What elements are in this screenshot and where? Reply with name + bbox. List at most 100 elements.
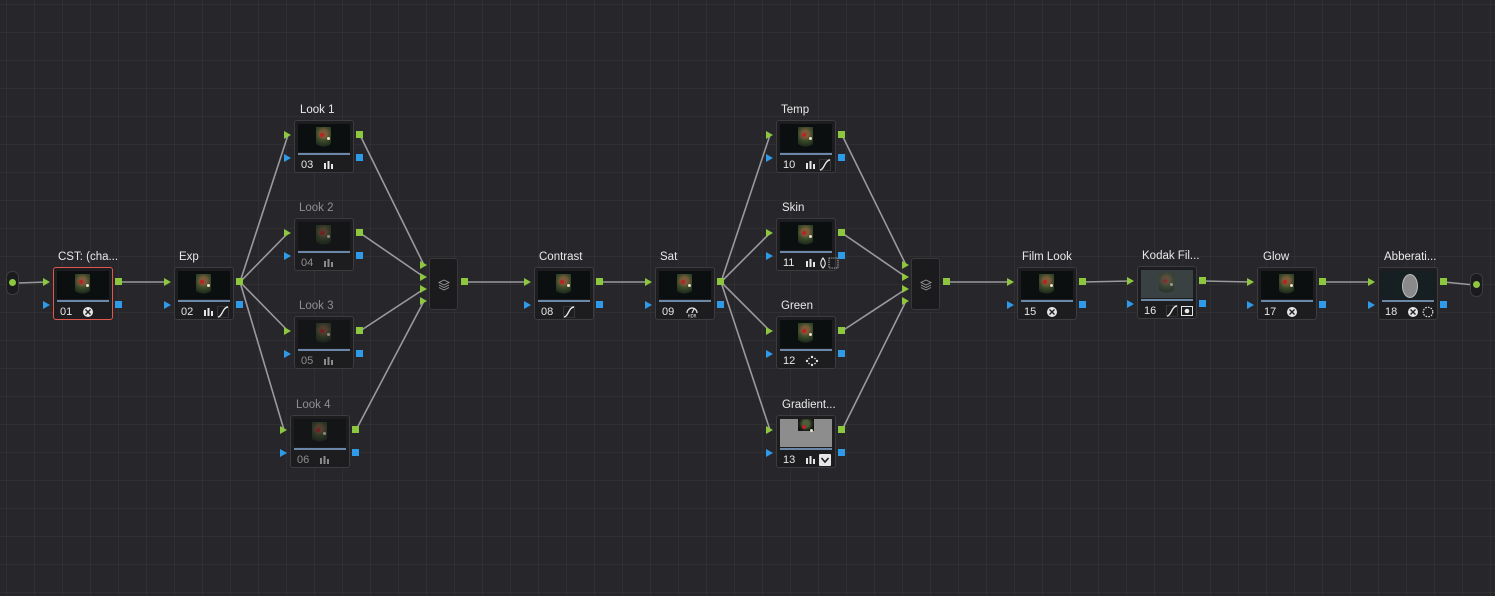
key-output-port[interactable]: [838, 154, 845, 161]
rgb-output-port[interactable]: [356, 229, 363, 236]
node-connection-wire[interactable]: [1443, 281, 1475, 286]
rgb-output-port[interactable]: [838, 229, 845, 236]
node-connection-wire[interactable]: [720, 281, 771, 431]
node-connection-wire[interactable]: [359, 134, 425, 266]
key-input-port[interactable]: [766, 449, 773, 457]
corrector-node-18[interactable]: 18: [1378, 267, 1438, 320]
rgb-input-port[interactable]: [1127, 277, 1134, 285]
corrector-node-12[interactable]: 12: [776, 316, 836, 369]
rgb-output-port[interactable]: [1440, 278, 1447, 285]
key-output-port[interactable]: [115, 301, 122, 308]
timeline-output-endpoint[interactable]: [1470, 273, 1483, 297]
source-output-port[interactable]: [9, 279, 16, 286]
key-input-port[interactable]: [284, 154, 291, 162]
corrector-node-10[interactable]: 10: [776, 120, 836, 173]
rgb-input-port[interactable]: [164, 278, 171, 286]
layer-mixer-node[interactable]: [429, 258, 458, 310]
key-output-port[interactable]: [356, 252, 363, 259]
key-output-port[interactable]: [838, 449, 845, 456]
corrector-node-17[interactable]: 17: [1257, 267, 1317, 320]
rgb-output-port[interactable]: [717, 278, 724, 285]
node-connection-wire[interactable]: [239, 281, 285, 431]
rgb-input-port[interactable]: [284, 229, 291, 237]
mixer-input-port[interactable]: [902, 297, 909, 305]
corrector-node-01[interactable]: 01: [53, 267, 113, 320]
rgb-input-port[interactable]: [524, 278, 531, 286]
key-input-port[interactable]: [1127, 300, 1134, 308]
rgb-output-port[interactable]: [1079, 278, 1086, 285]
node-connection-wire[interactable]: [359, 288, 425, 332]
key-input-port[interactable]: [766, 350, 773, 358]
rgb-output-port[interactable]: [1319, 278, 1326, 285]
node-connection-wire[interactable]: [720, 134, 771, 283]
corrector-node-16[interactable]: 16: [1137, 266, 1197, 319]
corrector-node-13[interactable]: 13: [776, 415, 836, 468]
rgb-input-port[interactable]: [766, 426, 773, 434]
rgb-output-port[interactable]: [115, 278, 122, 285]
rgb-input-port[interactable]: [280, 426, 287, 434]
key-output-port[interactable]: [1199, 300, 1206, 307]
rgb-input-port[interactable]: [1247, 278, 1254, 286]
mixer-output-port[interactable]: [943, 278, 950, 285]
rgb-input-port[interactable]: [1007, 278, 1014, 286]
mixer-output-port[interactable]: [461, 278, 468, 285]
mixer-input-port[interactable]: [902, 273, 909, 281]
key-input-port[interactable]: [280, 449, 287, 457]
node-connection-wire[interactable]: [841, 134, 907, 266]
mixer-input-port[interactable]: [420, 285, 427, 293]
key-input-port[interactable]: [164, 301, 171, 309]
rgb-input-port[interactable]: [766, 131, 773, 139]
key-input-port[interactable]: [766, 154, 773, 162]
key-input-port[interactable]: [1368, 301, 1375, 309]
rgb-output-port[interactable]: [236, 278, 243, 285]
node-connection-wire[interactable]: [1082, 280, 1132, 283]
node-connection-wire[interactable]: [17, 281, 48, 284]
key-input-port[interactable]: [43, 301, 50, 309]
corrector-node-08[interactable]: 08: [534, 267, 594, 320]
key-output-port[interactable]: [236, 301, 243, 308]
key-input-port[interactable]: [1007, 301, 1014, 309]
rgb-input-port[interactable]: [284, 131, 291, 139]
key-input-port[interactable]: [1247, 301, 1254, 309]
corrector-node-11[interactable]: 11: [776, 218, 839, 271]
rgb-output-port[interactable]: [838, 327, 845, 334]
key-input-port[interactable]: [645, 301, 652, 309]
source-input-endpoint[interactable]: [6, 271, 19, 295]
key-output-port[interactable]: [717, 301, 724, 308]
rgb-output-port[interactable]: [356, 327, 363, 334]
timeline-input-port[interactable]: [1473, 281, 1480, 288]
node-connection-wire[interactable]: [1202, 280, 1252, 283]
corrector-node-15[interactable]: 15: [1017, 267, 1077, 320]
rgb-input-port[interactable]: [1368, 278, 1375, 286]
key-output-port[interactable]: [1440, 301, 1447, 308]
rgb-output-port[interactable]: [356, 131, 363, 138]
rgb-input-port[interactable]: [766, 327, 773, 335]
node-connection-wire[interactable]: [841, 288, 907, 332]
node-connection-wire[interactable]: [359, 232, 425, 278]
node-connection-wire[interactable]: [239, 134, 289, 283]
mixer-input-port[interactable]: [420, 297, 427, 305]
key-output-port[interactable]: [838, 350, 845, 357]
corrector-node-06[interactable]: 06: [290, 415, 350, 468]
key-input-port[interactable]: [284, 350, 291, 358]
key-output-port[interactable]: [838, 252, 845, 259]
rgb-output-port[interactable]: [352, 426, 359, 433]
rgb-output-port[interactable]: [838, 131, 845, 138]
rgb-output-port[interactable]: [596, 278, 603, 285]
mixer-input-port[interactable]: [902, 285, 909, 293]
key-input-port[interactable]: [524, 301, 531, 309]
rgb-output-port[interactable]: [838, 426, 845, 433]
key-output-port[interactable]: [1319, 301, 1326, 308]
rgb-input-port[interactable]: [766, 229, 773, 237]
node-connection-wire[interactable]: [841, 300, 907, 431]
mixer-input-port[interactable]: [902, 261, 909, 269]
corrector-node-02[interactable]: 02: [174, 267, 234, 320]
key-output-port[interactable]: [352, 449, 359, 456]
key-input-port[interactable]: [766, 252, 773, 260]
mixer-input-port[interactable]: [420, 261, 427, 269]
corrector-node-03[interactable]: 03: [294, 120, 354, 173]
key-output-port[interactable]: [1079, 301, 1086, 308]
key-output-port[interactable]: [356, 154, 363, 161]
